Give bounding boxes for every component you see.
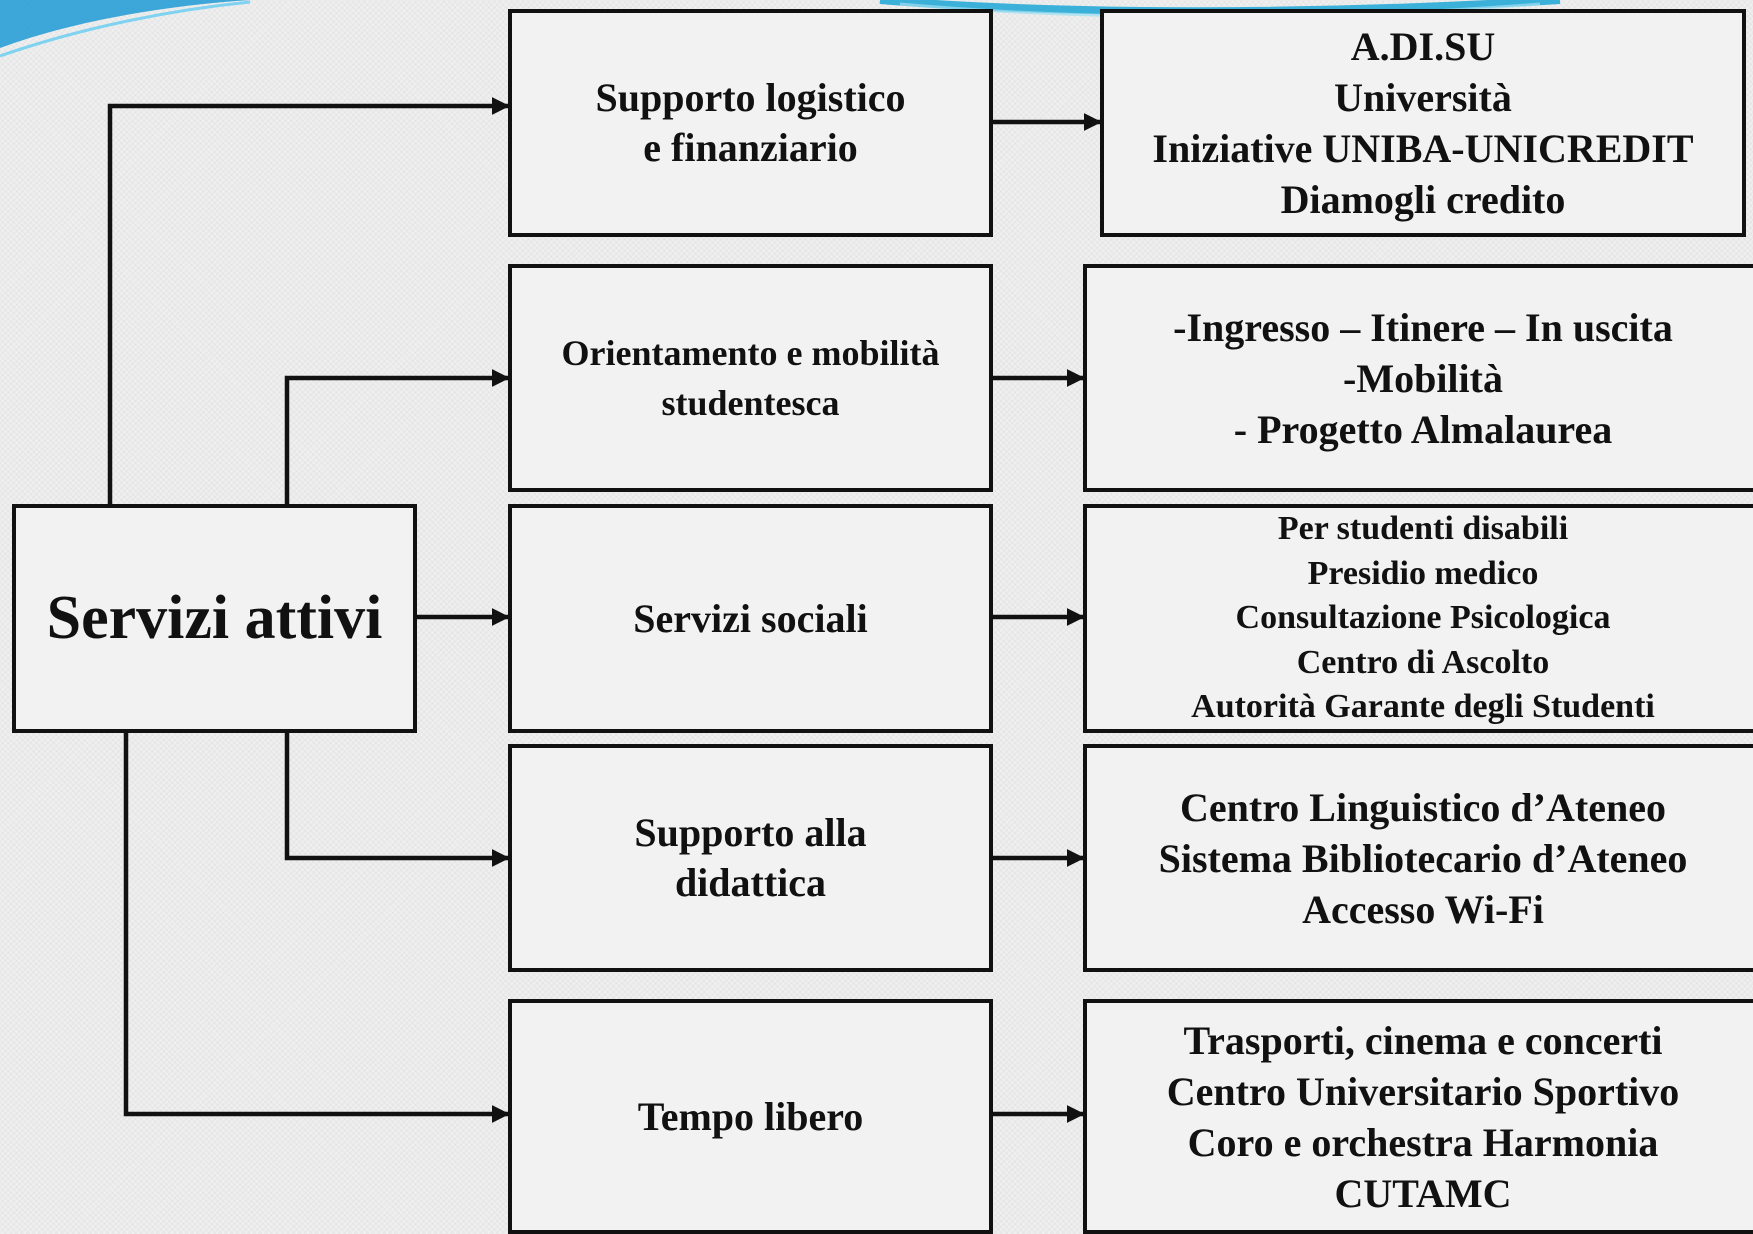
category-line: Tempo libero [637, 1093, 864, 1139]
detail-box-teaching-support: Centro Linguistico d’Ateneo Sistema Bibl… [1083, 744, 1753, 972]
category-box-teaching-support: Supporto alla didattica [508, 744, 993, 972]
detail-line: Iniziative UNIBA-UNICREDIT [1152, 126, 1694, 171]
connector-root-cat2 [284, 369, 510, 506]
category-line: e finanziario [643, 125, 858, 170]
connector-root-cat1 [107, 97, 510, 506]
detail-line: Accesso Wi-Fi [1302, 886, 1544, 932]
root-box: Servizi attivi [12, 504, 417, 733]
category-line: Orientamento e mobilità [561, 333, 940, 373]
detail-line: -Mobilità [1343, 355, 1503, 401]
detail-line: Consultazione Psicologica [1235, 599, 1611, 637]
category-box-social-services: Servizi sociali [508, 504, 993, 733]
category-box-orientation: Orientamento e mobilità studentesca [508, 264, 993, 492]
detail-line: A.DI.SU [1350, 24, 1496, 69]
detail-line: Autorità Garante degli Studenti [1191, 688, 1655, 726]
connector-root-cat5 [123, 731, 510, 1123]
detail-line: Coro e orchestra Harmonia [1187, 1119, 1659, 1165]
category-line: Supporto logistico [595, 75, 906, 120]
category-line: Supporto alla [634, 810, 867, 855]
detail-box-logistic-financial: A.DI.SU Università Iniziative UNIBA-UNIC… [1100, 9, 1746, 237]
detail-line: Centro Universitario Sportivo [1166, 1068, 1680, 1114]
detail-line: Sistema Bibliotecario d’Ateneo [1158, 835, 1688, 881]
detail-line: Per studenti disabili [1277, 510, 1569, 548]
category-line: studentesca [661, 383, 840, 423]
detail-line: - Progetto Almalaurea [1233, 406, 1613, 452]
category-line: Servizi sociali [633, 595, 868, 641]
detail-line: Centro di Ascolto [1296, 643, 1550, 681]
detail-box-orientation: -Ingresso – Itinere – In uscita -Mobilit… [1083, 264, 1753, 492]
root-label: Servizi attivi [46, 584, 383, 653]
detail-line: Trasporti, cinema e concerti [1183, 1017, 1663, 1063]
detail-line: Centro Linguistico d’Ateneo [1180, 784, 1666, 830]
detail-line: Diamogli credito [1280, 177, 1566, 222]
category-line: didattica [674, 860, 827, 905]
detail-line: Presidio medico [1307, 554, 1539, 592]
detail-box-free-time: Trasporti, cinema e concerti Centro Univ… [1083, 999, 1753, 1234]
detail-line: CUTAMC [1334, 1170, 1512, 1216]
detail-line: -Ingresso – Itinere – In uscita [1173, 304, 1673, 350]
connector-root-cat4 [284, 731, 510, 867]
detail-box-social-services: Per studenti disabili Presidio medico Co… [1083, 504, 1753, 733]
category-box-free-time: Tempo libero [508, 999, 993, 1234]
detail-line: Università [1334, 75, 1512, 120]
category-box-logistic-financial: Supporto logistico e finanziario [508, 9, 993, 237]
